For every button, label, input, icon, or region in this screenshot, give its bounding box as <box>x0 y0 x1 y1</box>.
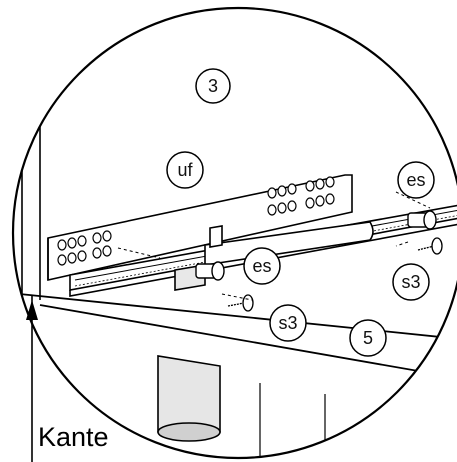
magnified-detail <box>13 80 457 458</box>
magnifier-circle <box>11 6 457 460</box>
svg-text:uf: uf <box>177 160 193 180</box>
svg-text:3: 3 <box>208 76 218 96</box>
callout-es-right: es <box>397 161 435 199</box>
screw-s3-right <box>417 237 443 255</box>
leader-lines <box>117 191 431 301</box>
cabinet-leg <box>157 355 221 442</box>
callout-s3-right: s3 <box>392 263 430 301</box>
callout-step-5: 5 <box>349 319 387 357</box>
callout-es-middle: es <box>243 247 281 285</box>
edge-label: Kante <box>38 422 109 452</box>
callout-step-3: 3 <box>195 68 231 104</box>
cabinet-bottom-hatching <box>259 383 386 458</box>
cabinet-side-panel <box>21 80 41 300</box>
cabinet-bottom <box>13 292 457 381</box>
euro-screw-middle <box>195 261 225 281</box>
svg-text:s3: s3 <box>278 313 297 333</box>
callout-s3-middle: s3 <box>269 304 307 342</box>
euro-screw-right <box>407 210 437 230</box>
plate-holes-right <box>267 176 335 216</box>
svg-text:es: es <box>252 256 271 276</box>
svg-text:5: 5 <box>363 328 373 348</box>
edge-arrow-icon <box>26 300 38 320</box>
plate-holes-left <box>57 230 112 266</box>
svg-text:es: es <box>406 170 425 190</box>
svg-text:s3: s3 <box>401 272 420 292</box>
callout-uf: uf <box>166 151 204 189</box>
